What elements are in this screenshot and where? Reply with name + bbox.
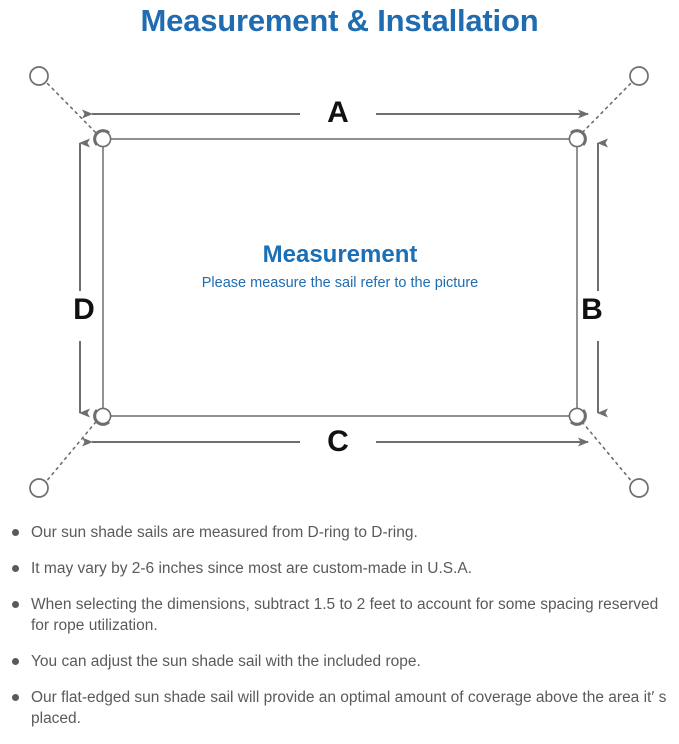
measurement-heading: Measurement [262,241,418,268]
notes-list: Our sun shade sails are measured from D-… [0,522,679,744]
rope-top-left [44,80,101,138]
dimension-label-a: A [327,96,349,129]
list-item: It may vary by 2-6 inches since most are… [0,558,679,579]
bullet-icon [12,694,19,701]
rope-top-right [577,80,634,138]
note-text: You can adjust the sun shade sail with t… [31,653,421,670]
d-ring-bottom-right [568,407,587,426]
anchor-top-right [629,66,649,86]
list-item: You can adjust the sun shade sail with t… [0,651,679,672]
dimension-label-b: B [581,293,603,326]
rope-lines [44,80,634,484]
anchor-points [29,66,649,498]
page-title: Measurement & Installation [140,3,539,38]
measurement-diagram: A B C D Measurement Please measure the s… [0,45,679,515]
anchor-top-left [29,66,49,86]
rope-bottom-right [577,416,634,484]
d-ring-bottom-left [93,407,112,426]
dimension-label-d: D [73,293,95,326]
d-rings [93,129,587,426]
anchor-bottom-right [629,478,649,498]
list-item: When selecting the dimensions, subtract … [0,594,679,636]
bullet-icon [12,529,19,536]
note-text: Our sun shade sails are measured from D-… [31,524,418,541]
dimension-label-c: C [327,425,349,458]
sail-center-caption: Measurement Please measure the sail refe… [100,240,580,293]
rope-bottom-left [44,416,101,484]
list-item: Our flat-edged sun shade sail will provi… [0,687,679,729]
note-text: When selecting the dimensions, subtract … [31,596,659,634]
d-ring-top-right [568,129,587,148]
bullet-icon [12,658,19,665]
d-ring-top-left [93,129,112,148]
list-item: Our sun shade sails are measured from D-… [0,522,679,543]
sail-body [102,138,578,417]
note-text: Our flat-edged sun shade sail will provi… [31,689,667,727]
measurement-subtitle: Please measure the sail refer to the pic… [201,275,479,291]
diagram-canvas [29,66,649,498]
anchor-bottom-left [29,478,49,498]
note-text: It may vary by 2-6 inches since most are… [31,560,473,577]
bullet-icon [12,565,19,572]
bullet-icon [12,601,19,608]
